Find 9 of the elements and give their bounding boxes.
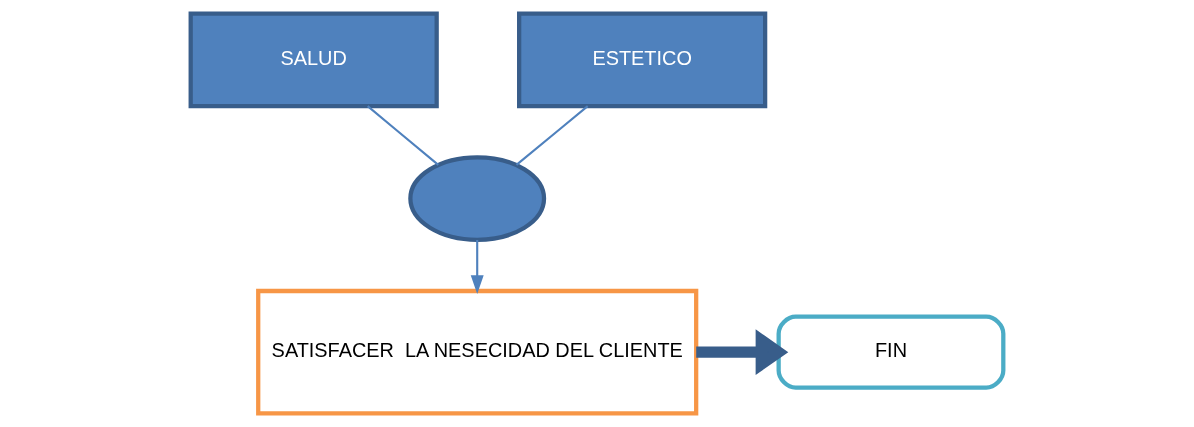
node-circle [408, 155, 547, 242]
node-box: ESTETICO [517, 11, 768, 109]
arrow [470, 240, 484, 294]
node-box: FIN [776, 314, 1006, 390]
connector [367, 105, 439, 166]
arrow [696, 329, 789, 375]
node-box: SALUD [188, 11, 439, 109]
connector [515, 105, 589, 166]
node-box: SATISFACER LA NESECIDAD DEL CLIENTE [256, 288, 699, 416]
